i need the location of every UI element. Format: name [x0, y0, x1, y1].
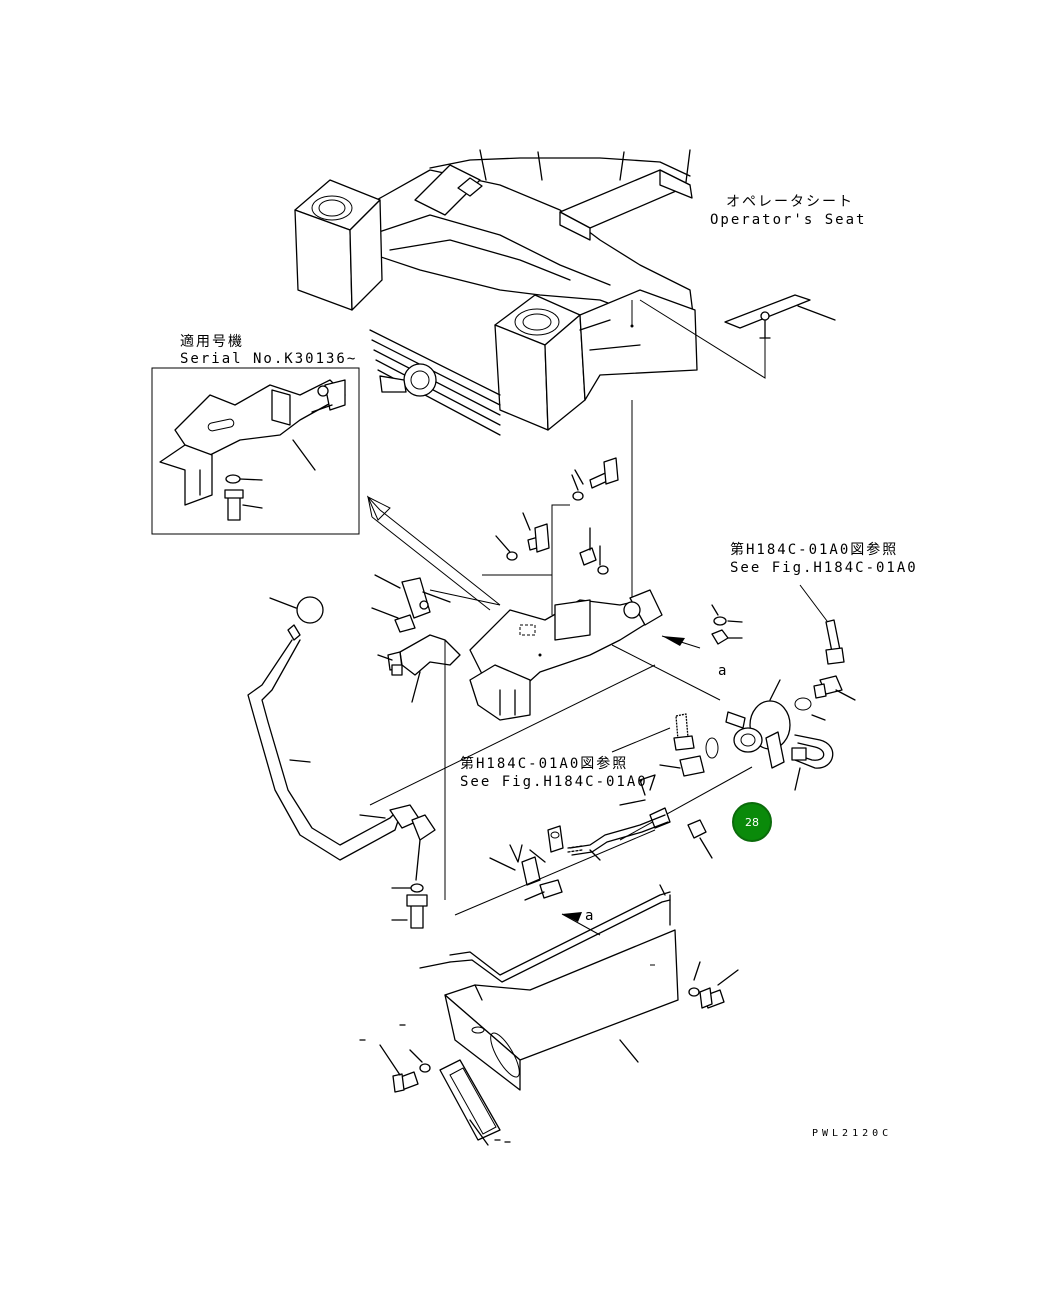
reference-label-2-jp: 第H184C-01A0図参照	[730, 541, 898, 558]
reference-label-2-en: See Fig.H184C-01A0	[730, 560, 918, 576]
drawing-code: PWL2120C	[812, 1128, 892, 1139]
reference-1-leader	[611, 727, 671, 753]
inset-arrow	[366, 495, 501, 611]
bottom-cover	[359, 884, 739, 1146]
seat-plate	[631, 294, 836, 379]
reference-label-1-jp: 第H184C-01A0図参照	[460, 755, 628, 772]
tube-parts	[454, 774, 713, 916]
seat-label-en: Operator's Seat	[710, 212, 866, 228]
serial-inset-bracket	[159, 379, 346, 521]
serial-label-jp: 適用号機	[180, 333, 244, 350]
serial-label-en: Serial No.K30136~	[180, 351, 357, 367]
lever-rod	[247, 596, 656, 929]
arrow-a2: a	[561, 908, 601, 936]
operator-seat	[294, 149, 698, 436]
lever-parts	[371, 574, 501, 900]
right-fasteners: a	[611, 604, 743, 701]
callout-28-badge[interactable]	[732, 802, 772, 842]
callout-28[interactable]: 28	[732, 802, 772, 842]
serial-inset-frame	[151, 367, 360, 535]
reference-label-1-en: See Fig.H184C-01A0	[460, 774, 648, 790]
bracket-bolts	[482, 457, 619, 615]
reference-2-leader	[799, 584, 831, 626]
arrow-label-a1: a	[718, 663, 728, 679]
seat-bracket	[469, 589, 663, 721]
seat-label-jp: オペレータシート	[726, 194, 854, 210]
callout-28-number: 28	[745, 816, 759, 829]
arrow-label-a2: a	[585, 908, 595, 924]
valve-assembly	[619, 619, 856, 841]
